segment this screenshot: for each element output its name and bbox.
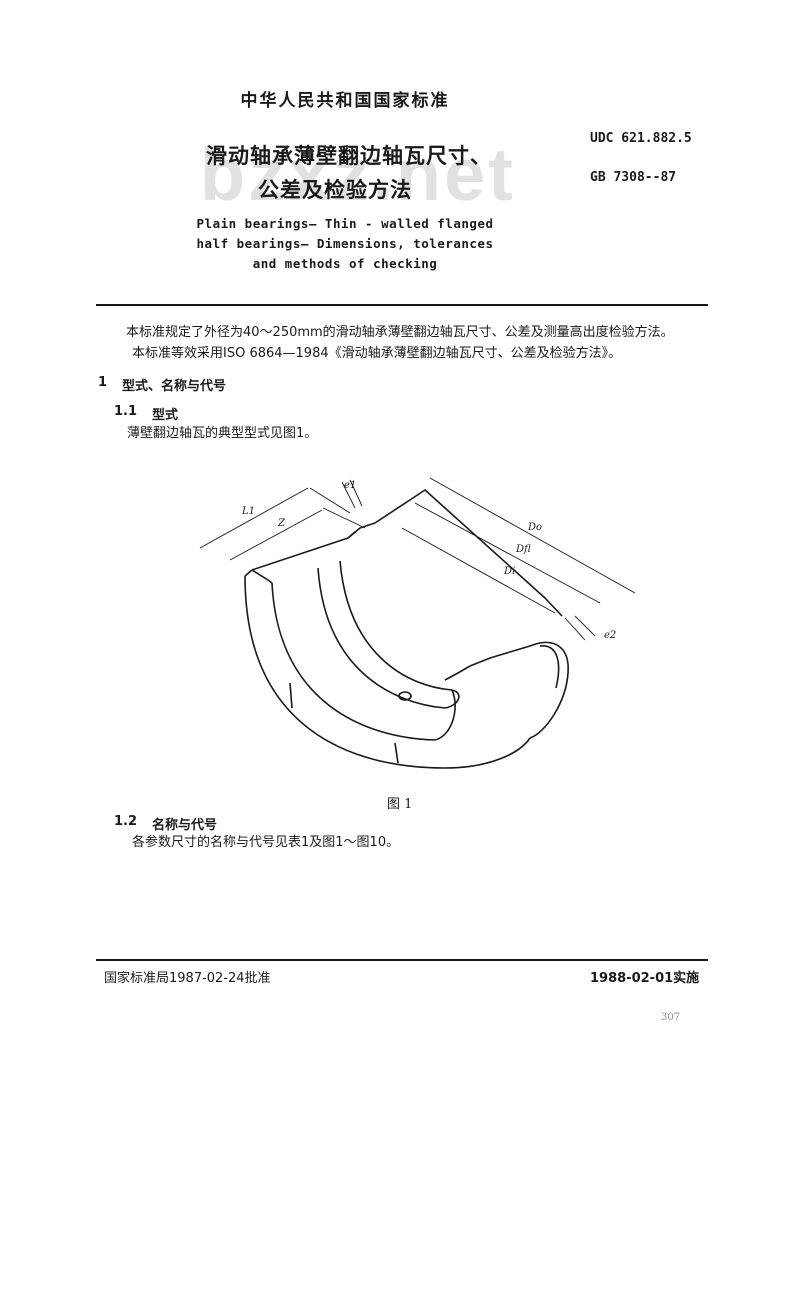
standard-number: GB 7308--87 [590, 170, 677, 185]
title-english-line-2: half bearings— Dimensions, tolerances [196, 236, 494, 251]
section-1-2-text: 各参数尺寸的名称与代号见表1及图1～图10。 [132, 835, 400, 850]
label-l1: L1 [241, 506, 255, 517]
effective-date: 1988-02-01实施 [590, 971, 700, 986]
flanged-half-bearing-drawing: L1 Z e1 Do Dfl Di e2 [199, 477, 636, 769]
section-1-1-number: 1.1 [114, 404, 138, 419]
section-1-1-title: 型式 [152, 408, 179, 423]
header-divider [96, 304, 708, 306]
label-di: Di [503, 566, 515, 577]
label-z: Z [277, 518, 286, 529]
scope-paragraph: 本标准规定了外径为40～250mm的滑动轴承薄壁翻边轴瓦尺寸、公差及测量高出度检… [126, 325, 674, 340]
section-1-title: 型式、名称与代号 [122, 379, 227, 394]
site-watermark: bzxz.net [200, 133, 516, 216]
section-1-2-number: 1.2 [114, 814, 138, 829]
section-1-1-text: 薄壁翻边轴瓦的典型型式见图1。 [127, 426, 318, 441]
label-do: Do [527, 522, 542, 533]
title-english-line-1: Plain bearings— Thin - walled flanged [196, 216, 494, 231]
title-chinese-line-1: 滑动轴承薄壁翻边轴瓦尺寸、 [206, 144, 492, 168]
title-english-line-3: and methods of checking [252, 256, 438, 271]
page-number: 307 [661, 1012, 681, 1023]
footer-divider [96, 959, 708, 961]
figure-caption: 图 1 [387, 797, 413, 812]
approval-date: 国家标准局1987-02-24批准 [104, 971, 271, 986]
issuing-authority: 中华人民共和国国家标准 [240, 91, 450, 111]
title-chinese-line-2: 公差及检验方法 [258, 178, 412, 202]
label-dfl: Dfl [515, 544, 531, 555]
label-e2: e2 [604, 630, 616, 641]
label-e1: e1 [344, 480, 356, 491]
section-1-number: 1 [98, 375, 108, 390]
equivalence-paragraph: 本标准等效采用ISO 6864—1984《滑动轴承薄壁翻边轴瓦尺寸、公差及检验方… [132, 346, 622, 361]
section-1-2-title: 名称与代号 [152, 818, 218, 833]
udc-code: UDC 621.882.5 [590, 131, 692, 146]
